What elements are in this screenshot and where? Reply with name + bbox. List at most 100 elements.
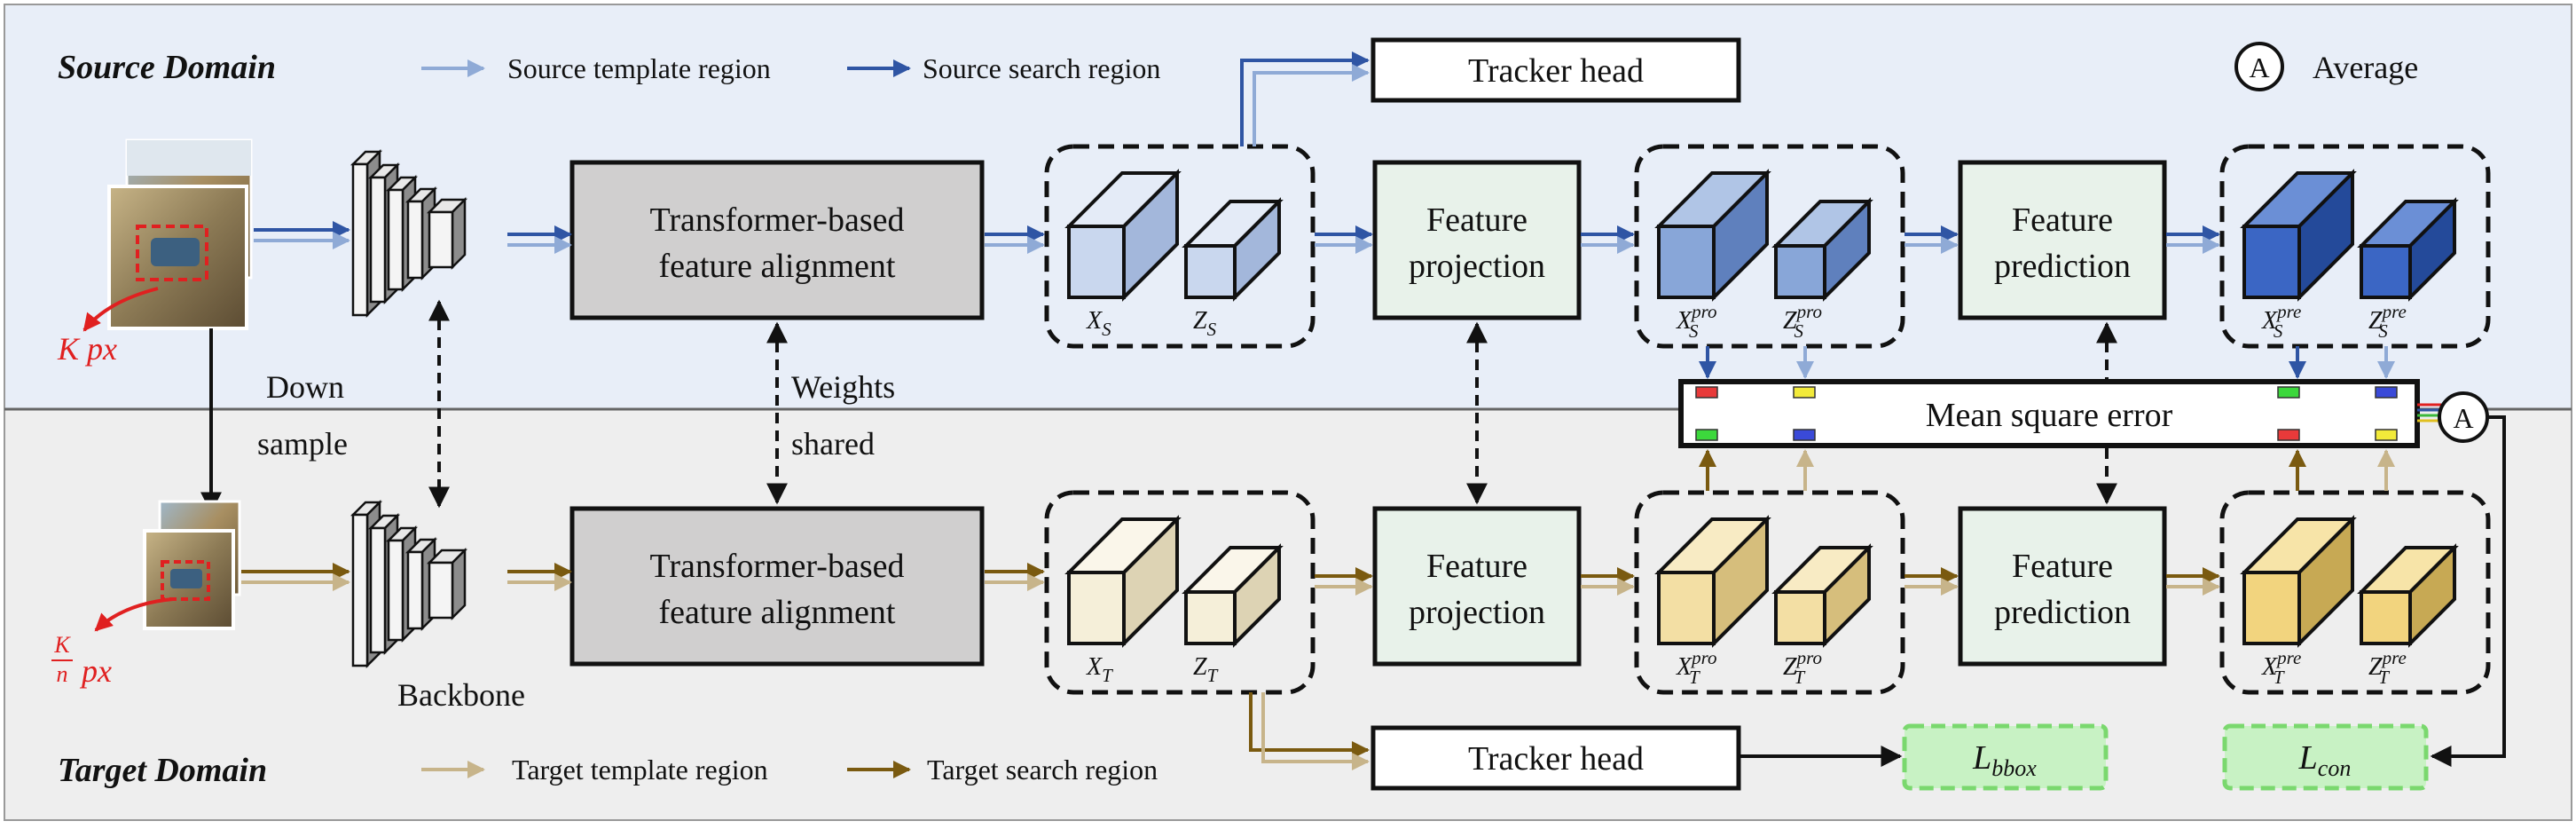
source-shift-label: K px bbox=[57, 331, 117, 367]
mse-marker bbox=[1695, 429, 1718, 441]
source-domain-title: Source Domain bbox=[58, 49, 276, 86]
svg-text:Feature: Feature bbox=[1426, 201, 1528, 239]
feature-cube bbox=[2357, 197, 2459, 302]
svg-text:K: K bbox=[53, 632, 71, 658]
feature-cube bbox=[2357, 543, 2459, 648]
loss-bbox: Lbbox bbox=[1902, 723, 2109, 791]
feature-cube bbox=[1182, 197, 1284, 302]
tracker-head-target: Tracker head bbox=[1370, 725, 1741, 791]
feature-cube bbox=[1654, 515, 1771, 648]
feature-label: XS bbox=[1086, 307, 1111, 340]
mse-marker bbox=[2375, 386, 2398, 399]
prediction-block-source: Feature prediction bbox=[1958, 160, 2167, 320]
average-legend-symbol bbox=[2234, 42, 2284, 91]
svg-text:Tracker head: Tracker head bbox=[1468, 740, 1644, 778]
alignment-block-source: Transformer-based feature alignment bbox=[569, 160, 985, 320]
svg-text:projection: projection bbox=[1409, 594, 1545, 631]
legend-target-search-label: Target search region bbox=[927, 754, 1158, 786]
svg-text:Feature: Feature bbox=[1426, 548, 1528, 585]
svg-text:feature alignment: feature alignment bbox=[659, 248, 896, 285]
legend-source-search-label: Source search region bbox=[923, 52, 1160, 84]
feature-cube bbox=[1064, 515, 1182, 648]
svg-text:Feature: Feature bbox=[2012, 201, 2113, 239]
source-search-crop-box bbox=[136, 225, 208, 281]
legend-source-template-label: Source template region bbox=[507, 52, 771, 84]
feature-group-box bbox=[1634, 144, 1905, 349]
flow-arrow bbox=[1253, 64, 1370, 146]
average-node: A bbox=[2417, 391, 2489, 443]
svg-text:A: A bbox=[2453, 402, 2473, 434]
svg-text:feature alignment: feature alignment bbox=[659, 594, 896, 631]
feature-group-box bbox=[1634, 490, 1905, 695]
flow-arrow bbox=[1240, 51, 1370, 146]
mse-marker bbox=[2277, 386, 2300, 399]
target-search-crop-box bbox=[161, 560, 210, 601]
mse-marker bbox=[2277, 429, 2300, 441]
legend-target-template-label: Target template region bbox=[512, 754, 768, 786]
feature-label: ZS bbox=[1193, 307, 1217, 340]
svg-text:Transformer-based: Transformer-based bbox=[650, 548, 905, 585]
weights-label: Weights bbox=[791, 369, 895, 405]
feature-label: XT bbox=[1086, 653, 1113, 686]
average-to-lcon-arrow bbox=[2430, 415, 2506, 767]
flow-arrow bbox=[1249, 692, 1370, 759]
feature-group-box bbox=[2219, 144, 2491, 349]
mse-marker bbox=[1793, 386, 1816, 399]
shared-label: shared bbox=[791, 426, 875, 462]
backbone-source bbox=[349, 148, 468, 319]
feature-cube bbox=[1064, 169, 1182, 302]
svg-text:Feature: Feature bbox=[2012, 548, 2113, 585]
feature-label: ZT bbox=[1193, 653, 1219, 686]
target-shift-label: K n px bbox=[51, 632, 112, 689]
sample-label: sample bbox=[257, 426, 348, 462]
mse-marker bbox=[1695, 386, 1718, 399]
backbone-target bbox=[349, 499, 468, 669]
mse-marker bbox=[2375, 429, 2398, 441]
feature-cube bbox=[1771, 543, 1873, 648]
projection-block-target: Feature projection bbox=[1372, 506, 1582, 667]
svg-text:Transformer-based: Transformer-based bbox=[650, 201, 905, 239]
svg-text:px: px bbox=[79, 653, 112, 689]
svg-text:Mean square error: Mean square error bbox=[1926, 397, 2173, 434]
alignment-block-target: Transformer-based feature alignment bbox=[569, 506, 985, 667]
average-legend-letter: A bbox=[2249, 51, 2269, 83]
backbone-layer bbox=[426, 196, 468, 271]
feature-group-box bbox=[1044, 490, 1315, 695]
svg-text:prediction: prediction bbox=[1994, 594, 2131, 631]
loss-con: Lcon bbox=[2222, 723, 2429, 791]
source-shift-arrow bbox=[82, 287, 159, 332]
feature-cube bbox=[1771, 197, 1873, 302]
backbone-label: Backbone bbox=[397, 677, 525, 713]
average-legend-label: Average bbox=[2313, 50, 2418, 85]
projection-block-source: Feature projection bbox=[1372, 160, 1582, 320]
feature-group-box bbox=[1044, 144, 1315, 349]
target-domain-title: Target Domain bbox=[58, 752, 267, 789]
tracker-head-source: Tracker head bbox=[1370, 37, 1741, 103]
svg-text:Lcon: Lcon bbox=[2298, 739, 2352, 781]
svg-text:projection: projection bbox=[1409, 248, 1545, 285]
mse-markers bbox=[1695, 386, 2398, 441]
target-input-images bbox=[143, 500, 241, 630]
feature-cube bbox=[2240, 515, 2357, 648]
flow-arrow bbox=[1261, 692, 1370, 770]
feature-cube bbox=[1182, 543, 1284, 648]
feature-cube bbox=[2240, 169, 2357, 302]
target-shift-arrow bbox=[94, 597, 174, 632]
mse-marker bbox=[1793, 429, 1816, 441]
flow-arrows-layer bbox=[241, 51, 2395, 770]
source-input-images bbox=[107, 138, 253, 330]
feature-group-box bbox=[2219, 490, 2491, 695]
down-label: Down bbox=[266, 369, 344, 405]
prediction-block-target: Feature prediction bbox=[1958, 506, 2167, 667]
feature-cube bbox=[1654, 169, 1771, 302]
